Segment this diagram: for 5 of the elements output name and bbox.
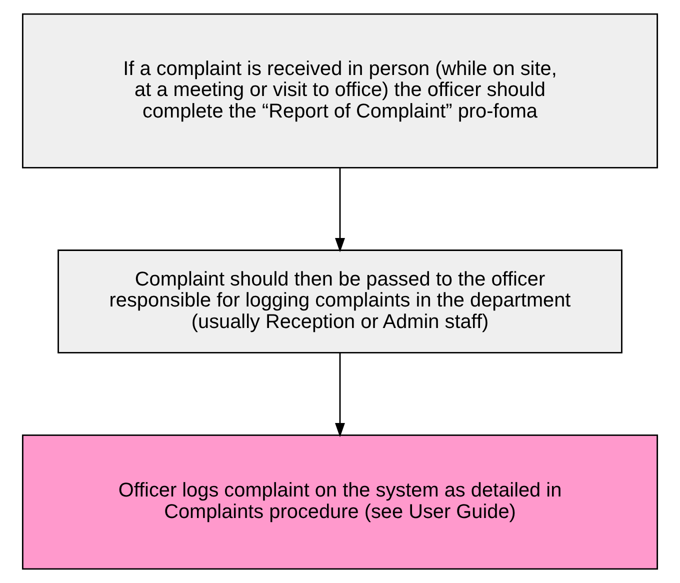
node-box: Officer logs complaint on the system as detailed in Complaints procedure (see User Guide) xyxy=(22,434,658,570)
node-box: Complaint should then be passed to the officer responsible for logging complaints in the department (usually Reception or Admin staff) xyxy=(58,250,622,354)
arrow xyxy=(335,352,345,438)
node-box: If a complaint is received in person (while on site, at a meeting or visit to office) the officer should complete the “Report of Complaint” pro-foma xyxy=(22,13,658,168)
arrow xyxy=(335,168,345,252)
